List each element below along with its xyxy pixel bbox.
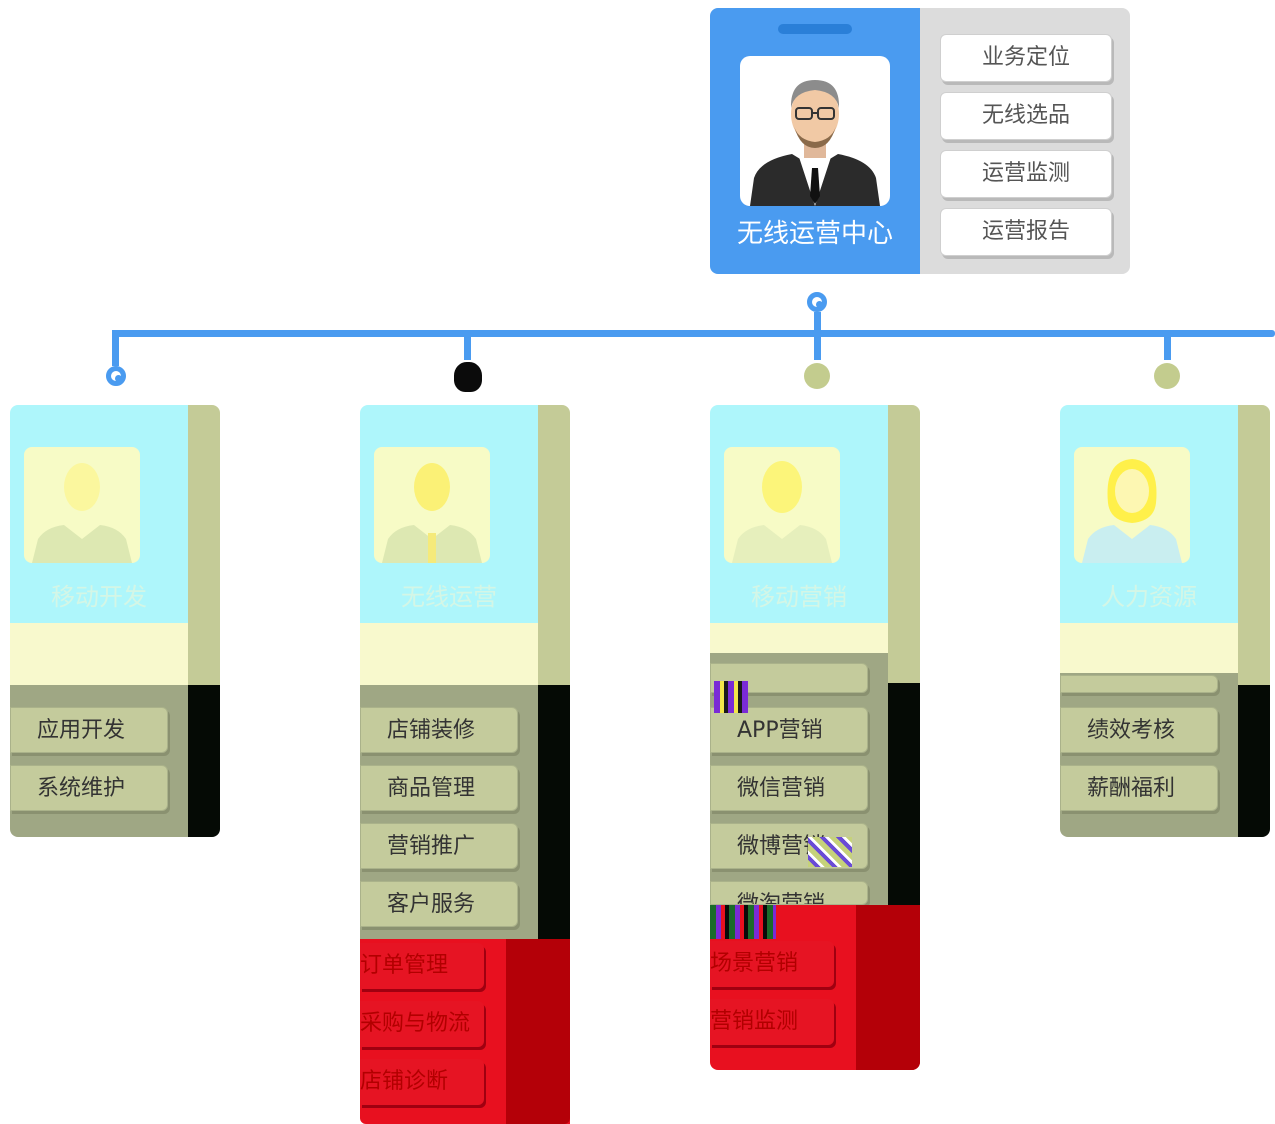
branch-card-wireless-ops: 无线运营 店铺装修 商品管理 营销推广 客户服务 订单管理 采购与物流 店铺诊断 [360,405,570,1124]
card-side-dark [888,683,920,905]
render-artifact [710,905,776,939]
manager-avatar [740,56,890,206]
branch-connector-line [464,330,471,360]
card-header: 无线运营 [360,405,538,623]
render-artifact [714,681,748,713]
duty-item-red[interactable]: 店铺诊断 [360,1059,484,1105]
card-side-strip [888,405,920,683]
staff-avatar [24,447,140,563]
branch-connector-dot [804,363,830,389]
staff-avatar [1074,447,1190,563]
badge-slot [778,24,852,34]
branch-title: 人力资源 [1101,583,1197,611]
card-side-strip [538,405,570,685]
branch-connector-ring [106,366,126,386]
duty-item[interactable]: 微淘营销 [710,881,868,905]
card-side-dark [538,685,570,939]
duty-item-red[interactable]: 场景营销 [710,941,834,987]
duty-item[interactable]: 客户服务 [360,881,518,927]
branch-card-hr: 人力资源 绩效考核 薪酬福利 [1060,405,1270,837]
function-button[interactable]: 无线选品 [940,92,1112,140]
card-band [1060,623,1238,673]
card-side-strip [1238,405,1270,685]
duty-item[interactable]: 系统维护 [10,765,168,811]
staff-icon [32,463,132,563]
staff-icon [1082,459,1182,563]
card-side-strip [188,405,220,685]
staff-avatar [724,447,840,563]
card-header: 人力资源 [1060,405,1238,623]
card-red-side [856,905,920,1070]
card-side-dark [188,685,220,837]
branch-card-mobile-dev: 移动开发 应用开发 系统维护 [10,405,220,837]
staff-icon [382,463,482,563]
duty-item-partial [1060,675,1218,693]
duty-item[interactable]: 商品管理 [360,765,518,811]
function-button[interactable]: 运营监测 [940,150,1112,198]
branch-connector-line [814,330,821,360]
duty-item[interactable]: 营销推广 [360,823,518,869]
root-connector-ring [807,292,827,312]
branch-title: 移动营销 [751,583,847,611]
root-node: 无线运营中心 业务定位 无线选品 运营监测 运营报告 [710,8,1130,274]
branch-card-mobile-marketing: 移动营销 APP营销 微信营销 微博营销 微淘营销 场景营销 营销监测 [710,405,920,1070]
branch-title: 移动开发 [51,583,147,611]
branch-connector-line [1164,330,1171,360]
root-profile-panel: 无线运营中心 [710,8,920,274]
duty-item[interactable]: 店铺装修 [360,707,518,753]
duty-item[interactable]: 绩效考核 [1060,707,1218,753]
card-header: 移动营销 [710,405,888,623]
root-function-panel: 业务定位 无线选品 运营监测 运营报告 [920,8,1130,274]
duty-item[interactable]: 薪酬福利 [1060,765,1218,811]
horizontal-connector [112,330,1275,337]
render-artifact [808,837,852,867]
branch-connector-blob [454,362,482,392]
card-red-side [506,939,570,1124]
card-band [710,623,888,653]
businessman-icon [750,80,880,206]
staff-icon [732,461,832,563]
duty-item[interactable]: APP营销 [710,707,868,753]
card-side-dark [1238,685,1270,837]
root-connector-line [814,312,821,337]
duty-item-red[interactable]: 采购与物流 [360,1001,484,1047]
staff-avatar [374,447,490,563]
function-button[interactable]: 业务定位 [940,34,1112,82]
card-header: 移动开发 [10,405,188,623]
card-band [10,623,188,685]
duty-item[interactable]: 微信营销 [710,765,868,811]
root-title: 无线运营中心 [736,219,893,249]
duty-item[interactable]: 应用开发 [10,707,168,753]
card-body [1060,673,1238,837]
branch-connector-line [112,330,119,366]
duty-item-red[interactable]: 营销监测 [710,999,834,1045]
function-button[interactable]: 运营报告 [940,208,1112,256]
duty-item-red[interactable]: 订单管理 [360,943,484,989]
card-band [360,623,538,685]
branch-connector-dot [1154,363,1180,389]
branch-title: 无线运营 [401,583,497,611]
